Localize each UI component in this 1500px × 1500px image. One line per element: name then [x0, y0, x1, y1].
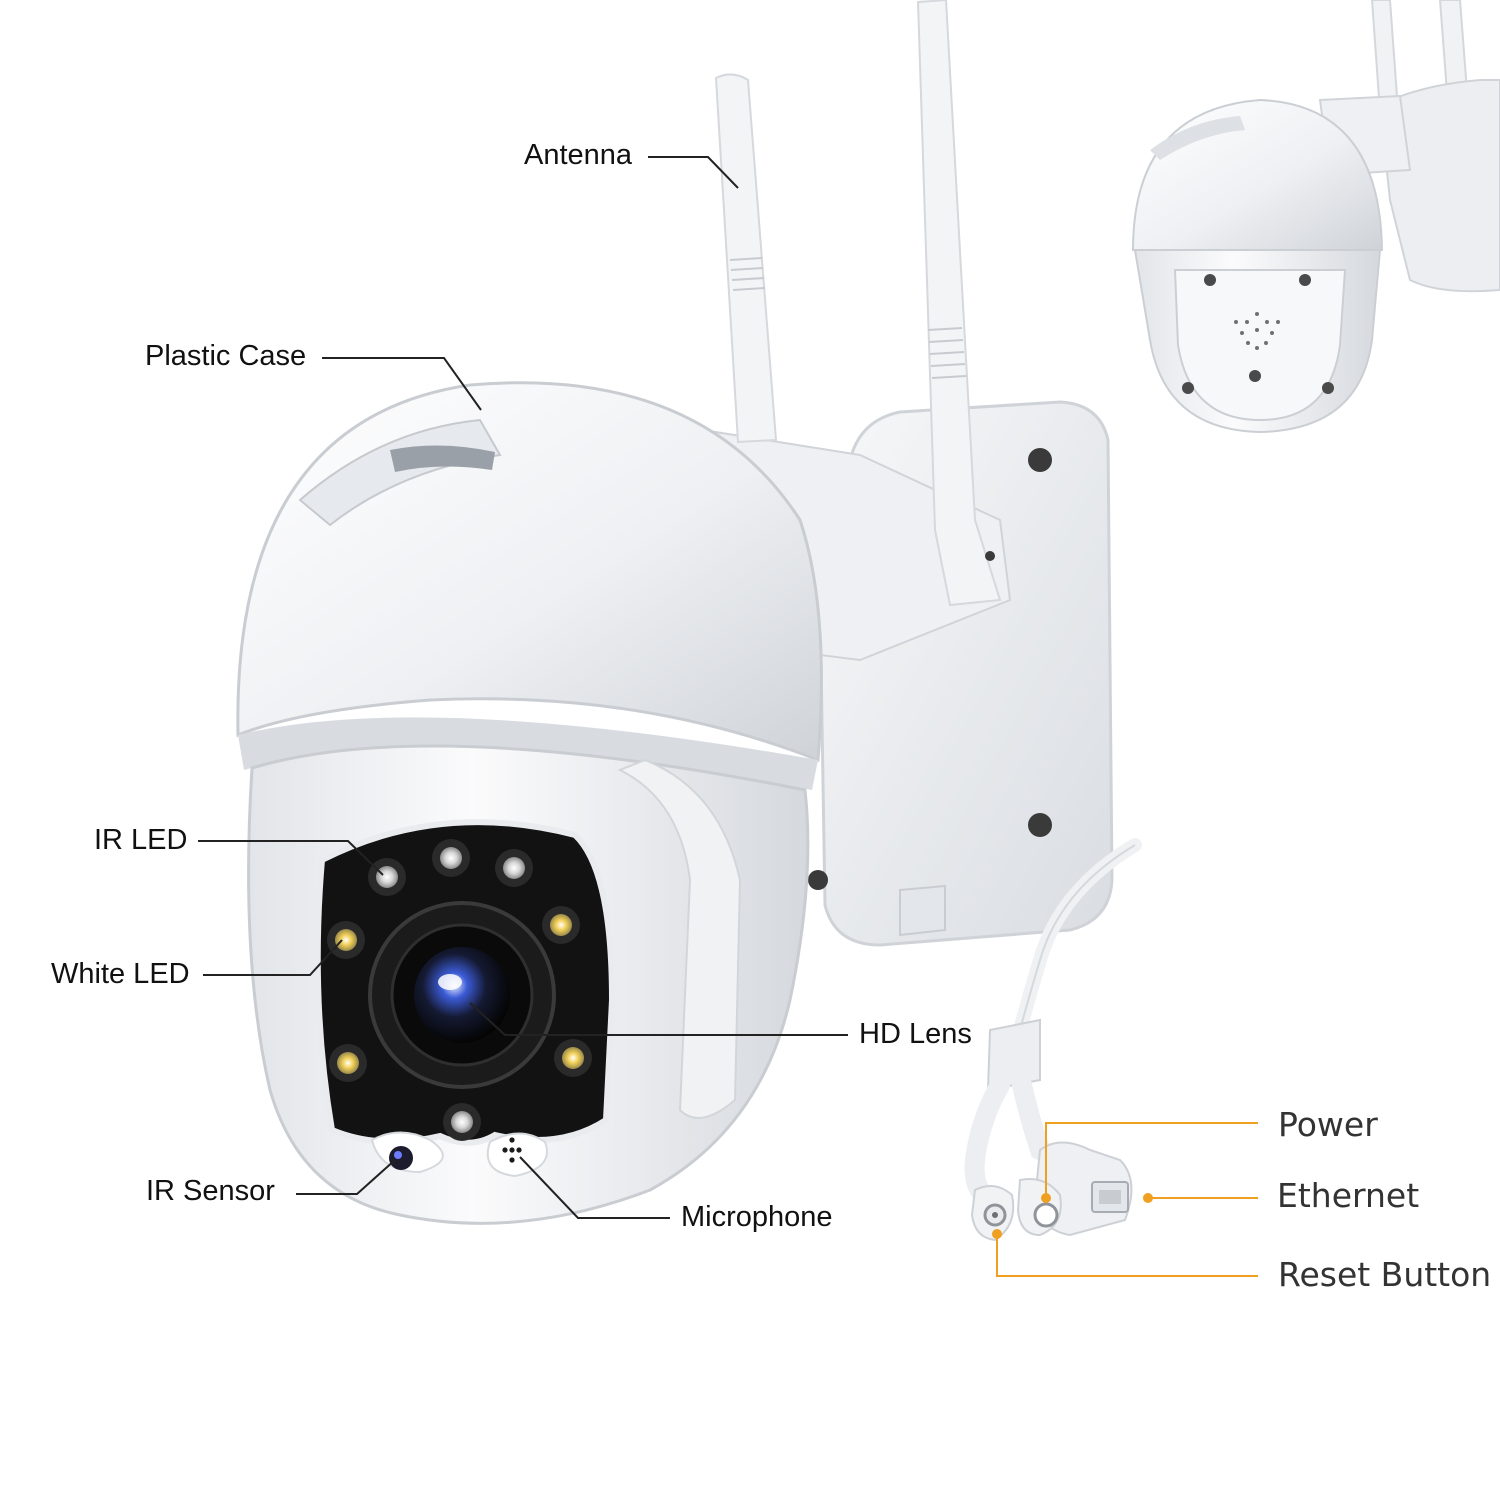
ethernet-label: Ethernet	[1277, 1176, 1420, 1215]
ir-led	[443, 1103, 481, 1141]
white-led-leader	[203, 939, 343, 976]
rear-view-camera	[1131, 0, 1500, 434]
power-label: Power	[1278, 1105, 1378, 1144]
antenna-leader	[648, 156, 739, 189]
ir-sensor	[389, 1146, 413, 1170]
white-led	[542, 906, 580, 944]
antenna-left	[714, 73, 778, 444]
microphone-leader	[519, 1156, 670, 1219]
leader-lines	[198, 156, 848, 1219]
speaker-grille	[1234, 312, 1280, 350]
ir-led	[495, 849, 533, 887]
ir-led	[432, 839, 470, 877]
white-led-label: White LED	[51, 958, 190, 990]
hd-lens-leader	[469, 1002, 848, 1036]
ir-led	[368, 858, 406, 896]
white-led	[554, 1039, 592, 1077]
dome-case	[236, 381, 823, 790]
plastic-case-leader	[322, 357, 482, 411]
power-leader	[1045, 1122, 1258, 1198]
ir-sensor-label: IR Sensor	[146, 1175, 275, 1207]
white-led-array	[327, 906, 592, 1082]
plastic-case-label: Plastic Case	[145, 340, 307, 372]
port-leader-dots	[992, 1193, 1153, 1239]
ir-sensor-leader	[296, 1159, 396, 1195]
white-led	[327, 921, 365, 959]
reset-leader	[996, 1234, 1258, 1277]
power-port	[1033, 1202, 1059, 1228]
cable-assembly	[964, 838, 1142, 1242]
antenna-label: Antenna	[524, 139, 633, 171]
white-led	[329, 1044, 367, 1082]
hd-lens-label: HD Lens	[859, 1018, 972, 1050]
reset-button-label: Reset Button	[1278, 1255, 1492, 1294]
microphone-holes	[502, 1137, 522, 1163]
hd-lens	[368, 901, 556, 1089]
antenna-right	[916, 0, 1002, 607]
port-leader-lines	[996, 1122, 1258, 1277]
ir-led-leader	[198, 840, 384, 876]
ir-led-label: IR LED	[94, 824, 188, 856]
ir-led-array	[368, 839, 533, 1141]
microphone-label: Microphone	[681, 1201, 833, 1233]
